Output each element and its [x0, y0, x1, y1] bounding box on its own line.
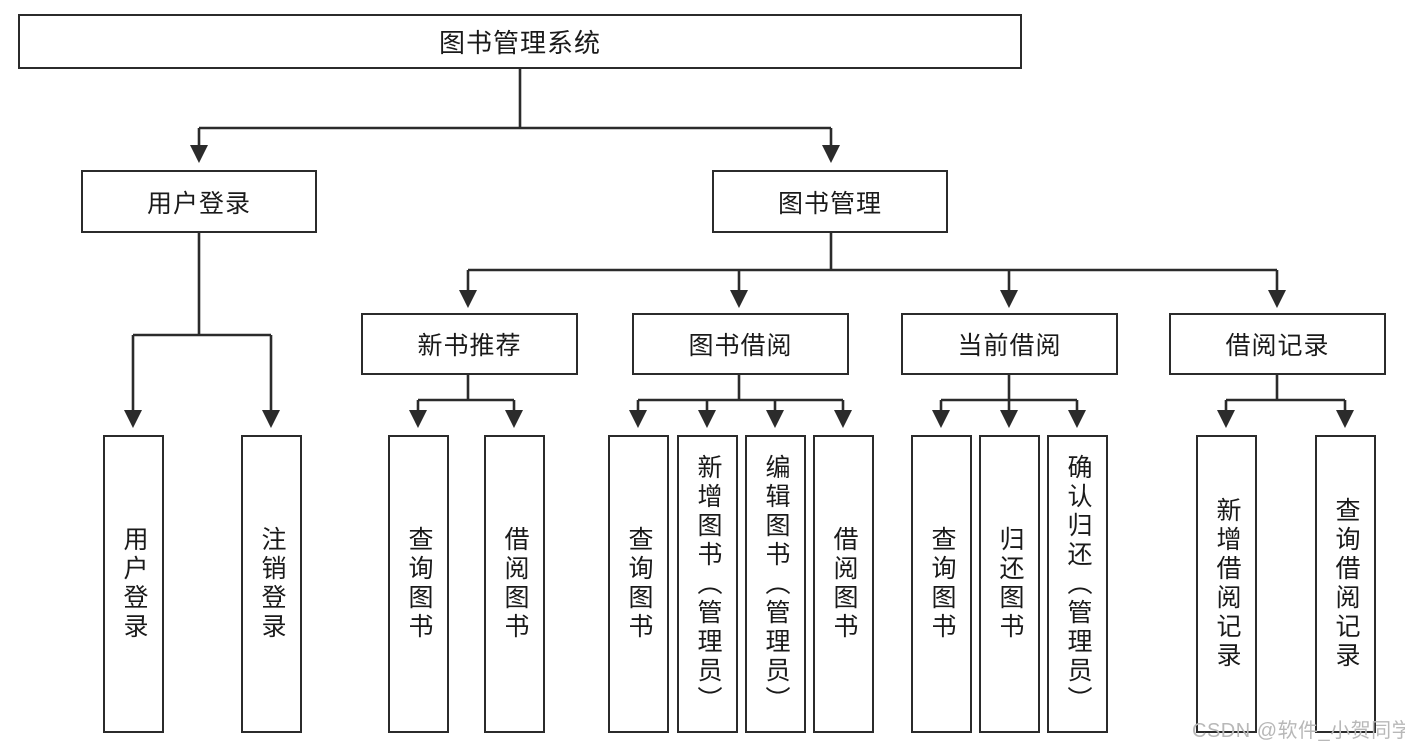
node-label: 用户登录 [146, 189, 251, 218]
node-current-borrow[interactable]: 当前借阅 [901, 313, 1118, 375]
node-label: 图书管理系统 [438, 28, 601, 58]
leaf-current-borrow-query-book[interactable]: 查询图书 [911, 435, 972, 733]
watermark-text: CSDN @软件_小贺同学 [1192, 720, 1405, 742]
node-label: 图书借阅 [688, 332, 793, 360]
leaf-book-borrow-query-book[interactable]: 查询图书 [608, 435, 669, 733]
node-book-borrow[interactable]: 图书借阅 [632, 313, 849, 375]
leaf-borrow-record-query-record[interactable]: 查询借阅记录 [1315, 435, 1376, 733]
leaf-user-login-login[interactable]: 用户登录 [103, 435, 164, 733]
node-label: 借阅图书 [830, 526, 858, 642]
node-label: 归还图书 [996, 526, 1024, 642]
node-label: 借阅记录 [1225, 332, 1330, 360]
node-new-book-recommend[interactable]: 新书推荐 [361, 313, 578, 375]
leaf-user-login-logout[interactable]: 注销登录 [241, 435, 302, 733]
leaf-book-borrow-borrow-book[interactable]: 借阅图书 [813, 435, 874, 733]
node-label: 当前借阅 [957, 332, 1062, 360]
node-label: 新书推荐 [417, 332, 522, 360]
leaf-book-borrow-edit-book-admin[interactable]: 编辑图书（管理员） [745, 435, 806, 733]
leaf-book-borrow-add-book-admin[interactable]: 新增图书（管理员） [677, 435, 738, 733]
node-label: 图书管理 [777, 189, 882, 218]
leaf-borrow-record-add-record[interactable]: 新增借阅记录 [1196, 435, 1257, 733]
leaf-current-borrow-return-book[interactable]: 归还图书 [979, 435, 1040, 733]
node-label: 确认归还（管理员） [1064, 453, 1092, 715]
node-label: 查询图书 [405, 526, 433, 642]
node-book-management[interactable]: 图书管理 [712, 170, 948, 233]
node-borrow-record[interactable]: 借阅记录 [1169, 313, 1386, 375]
node-root-book-management-system[interactable]: 图书管理系统 [18, 14, 1022, 69]
node-label: 借阅图书 [501, 526, 529, 642]
node-label: 查询图书 [928, 526, 956, 642]
node-label: 注销登录 [258, 526, 286, 642]
leaf-new-book-borrow-book[interactable]: 借阅图书 [484, 435, 545, 733]
leaf-current-borrow-confirm-return-admin[interactable]: 确认归还（管理员） [1047, 435, 1108, 733]
node-label: 新增借阅记录 [1213, 497, 1241, 671]
node-label: 新增图书（管理员） [694, 453, 722, 715]
node-label: 查询借阅记录 [1332, 497, 1360, 671]
node-label: 用户登录 [120, 526, 148, 642]
node-label: 查询图书 [625, 526, 653, 642]
node-user-login[interactable]: 用户登录 [81, 170, 317, 233]
node-label: 编辑图书（管理员） [762, 453, 790, 715]
leaf-new-book-query-book[interactable]: 查询图书 [388, 435, 449, 733]
